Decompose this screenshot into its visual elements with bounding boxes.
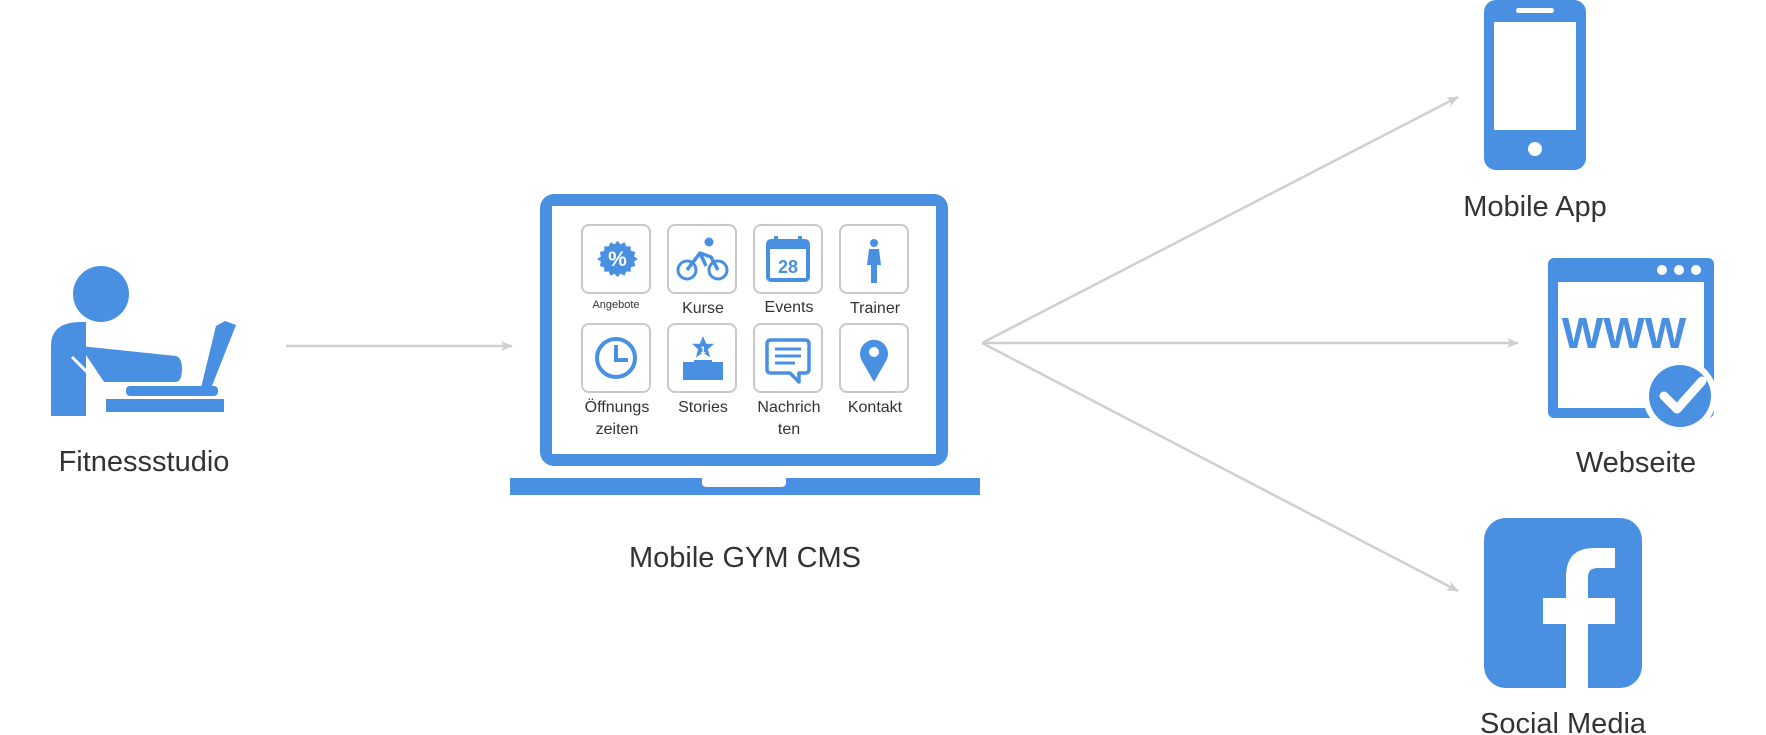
map-pin-icon xyxy=(860,339,889,382)
tile-label: Angebote xyxy=(592,299,639,311)
facebook-icon xyxy=(1484,518,1642,688)
connector-cms-to-mobile-app xyxy=(981,95,1459,345)
connector-cms-to-social-media xyxy=(981,341,1459,593)
tile-label: Kontakt xyxy=(848,399,903,416)
target-label-social-media: Social Media xyxy=(1480,708,1647,735)
percent-badge-icon: % xyxy=(597,240,638,278)
tile-label: Kurse xyxy=(682,300,724,317)
connectors xyxy=(286,95,1519,593)
tile-label: Stories xyxy=(678,399,728,416)
tile-label-line2: ten xyxy=(778,421,800,438)
tile-label-line1: Nachrich xyxy=(757,399,820,416)
tile-label-line2: zeiten xyxy=(596,421,639,438)
smartphone-icon xyxy=(1484,0,1586,170)
target-label-webseite: Webseite xyxy=(1576,447,1696,479)
tile-stories[interactable] xyxy=(667,323,737,393)
tile-label: Trainer xyxy=(850,300,901,317)
calendar-icon: 28 xyxy=(766,236,810,282)
laptop-icon xyxy=(510,194,980,495)
svg-text:28: 28 xyxy=(778,257,798,277)
target-label-mobile-app: Mobile App xyxy=(1463,191,1607,223)
cms-tiles: % Angebote Kurse 28 Events Traine xyxy=(581,224,909,438)
cyclist-icon xyxy=(676,237,729,281)
browser-www-check-icon: WWW xyxy=(1548,258,1717,433)
person-at-laptop-icon xyxy=(51,266,236,416)
svg-text:%: % xyxy=(608,248,627,271)
chat-bubble-icon xyxy=(765,338,811,384)
person-icon xyxy=(867,239,881,283)
source-label: Fitnessstudio xyxy=(59,446,230,478)
cms-label: Mobile GYM CMS xyxy=(629,542,861,574)
podium-star-icon: 1 xyxy=(683,336,723,380)
tile-label: Events xyxy=(765,299,814,316)
clock-icon xyxy=(595,337,637,379)
tile-label-line1: Öffnungs xyxy=(585,398,650,416)
tile-nachrichten[interactable] xyxy=(753,323,823,393)
svg-text:WWW: WWW xyxy=(1562,309,1687,358)
svg-text:1: 1 xyxy=(700,345,705,355)
